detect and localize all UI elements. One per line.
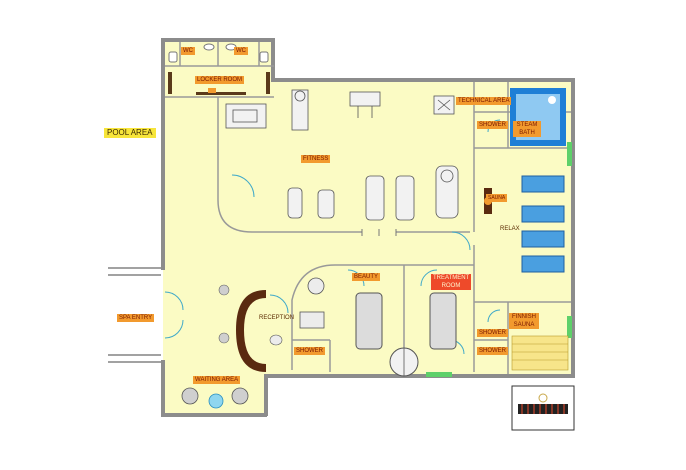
shower-bottom-label: SHOWER (294, 347, 325, 355)
spa-entry-label: SPA ENTRY (117, 314, 155, 322)
locker-room-label: LOCKER ROOM (195, 76, 245, 84)
shower-right-1-label: SHOWER (477, 329, 508, 337)
sauna-bench-label: SAUNA (486, 194, 508, 202)
beauty-label: BEAUTY (352, 273, 381, 281)
relax-loungers (521, 175, 565, 273)
relax-label: RELAX (500, 226, 520, 232)
scale-logo-box (511, 385, 575, 431)
pool-edge-lines (108, 267, 161, 363)
treatment-beds (355, 292, 457, 350)
glass-door-markers (426, 142, 572, 377)
finnish-sauna-label: FINNISH SAUNA (509, 313, 539, 329)
waiting-area-seating (181, 387, 249, 409)
locker-benches (168, 72, 270, 95)
locker-door-marks (208, 88, 216, 93)
waiting-area-label: WAITING AREA (193, 376, 241, 384)
wc-left-label: WC (181, 47, 195, 55)
fitness-label: FITNESS (301, 155, 331, 163)
wc-fixtures (168, 43, 269, 63)
pool-area-label: POOL AREA (104, 128, 156, 138)
corridor-opening-marks (361, 229, 397, 236)
treatment-room-label: TREATMENT ROOM (431, 274, 471, 290)
beauty-chair (299, 277, 325, 329)
entry-plants (218, 284, 230, 344)
steam-bath-label: STEAM BATH (513, 121, 541, 137)
door-swings (164, 119, 501, 355)
technical-area-label: TECHNICAL AREA (456, 97, 512, 105)
central-round-feature (389, 347, 419, 377)
shower-right-2-label: SHOWER (477, 347, 508, 355)
reception-desk (236, 290, 283, 372)
reception-label: RECEPTION (259, 315, 295, 321)
finnish-sauna-benches (511, 335, 569, 371)
wc-right-label: WC (234, 47, 248, 55)
shower-top-label: SHOWER (477, 121, 508, 129)
fitness-equipment (225, 89, 459, 221)
steam-bath-pool (510, 88, 566, 146)
exterior-walls (161, 38, 575, 417)
